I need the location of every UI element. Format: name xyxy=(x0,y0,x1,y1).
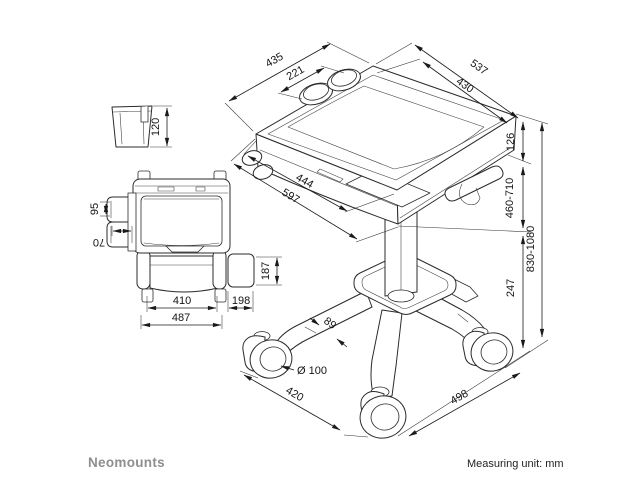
dim-label-base-height: 247 xyxy=(505,279,517,297)
dim-label-cup-depth: 70 xyxy=(93,236,105,248)
dim-label-cupholder-height: 120 xyxy=(150,118,162,136)
cart-handle xyxy=(444,165,504,206)
dim-label-top-width-inner: 430 xyxy=(454,75,476,95)
dim-label-top-depth-outer: 435 xyxy=(264,51,286,70)
cupholder-detail-drawing: 120 xyxy=(111,105,172,148)
dim-label-height-adjustment-range: 460-710 xyxy=(504,178,516,218)
dim-label-caster-diameter: Ø 100 xyxy=(297,365,327,377)
dim-label-basket-height: 89 xyxy=(321,315,338,332)
front-view-dimensions: 95 70 410 198 487 187 xyxy=(89,201,282,329)
dim-label-outer-width: 487 xyxy=(172,312,190,324)
dim-label-base-depth: 498 xyxy=(449,388,471,408)
dim-label-top-depth-inner: 221 xyxy=(285,64,307,83)
front-leg xyxy=(370,309,403,399)
dim-label-rear-tray-depth: 198 xyxy=(232,295,250,307)
dim-label-rear-tray-height: 187 xyxy=(260,262,272,280)
dim-label-inner-width: 410 xyxy=(173,295,191,307)
front-caster xyxy=(359,386,407,439)
right-caster xyxy=(462,327,514,372)
brand-logo-text: Neomounts xyxy=(88,455,165,470)
dim-label-top-section-height: 126 xyxy=(505,133,517,151)
dim-label-base-width: 420 xyxy=(284,385,306,405)
dim-label-cup-spacing: 95 xyxy=(89,203,101,215)
dim-label-overall-height-range: 830-1080 xyxy=(525,226,537,273)
measuring-unit-label: Measuring unit: mm xyxy=(467,458,564,470)
front-view-drawing xyxy=(106,170,255,303)
dim-label-top-width-outer: 537 xyxy=(468,57,490,77)
